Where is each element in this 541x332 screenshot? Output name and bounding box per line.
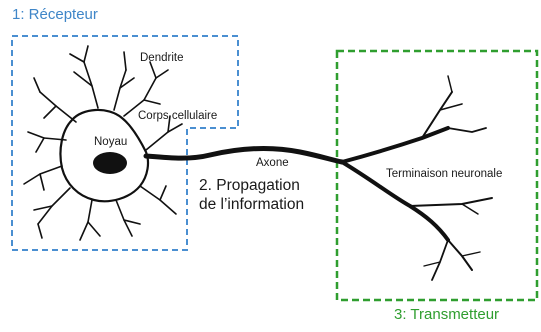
nucleus-label: Noyau (94, 136, 128, 148)
axon (143, 145, 345, 165)
axon-label: Axone (256, 157, 289, 169)
receptor-region-box (11, 35, 239, 251)
transmitter-region-box (335, 49, 539, 302)
dendrites (23, 45, 183, 241)
nucleus (93, 152, 127, 174)
propagation-label-line1: 2. Propagation (199, 177, 300, 194)
terminal-label: Terminaison neuronale (386, 168, 503, 180)
transmitter-label: 3: Transmetteur (394, 306, 500, 323)
propagation-label-line2: de l’information (199, 196, 305, 213)
dendrite-label: Dendrite (140, 52, 184, 64)
cell-body-label: Corps cellulaire (138, 110, 218, 122)
receptor-label: 1: Récepteur (12, 6, 98, 23)
axon-terminals (340, 75, 493, 281)
neuron (23, 45, 493, 281)
